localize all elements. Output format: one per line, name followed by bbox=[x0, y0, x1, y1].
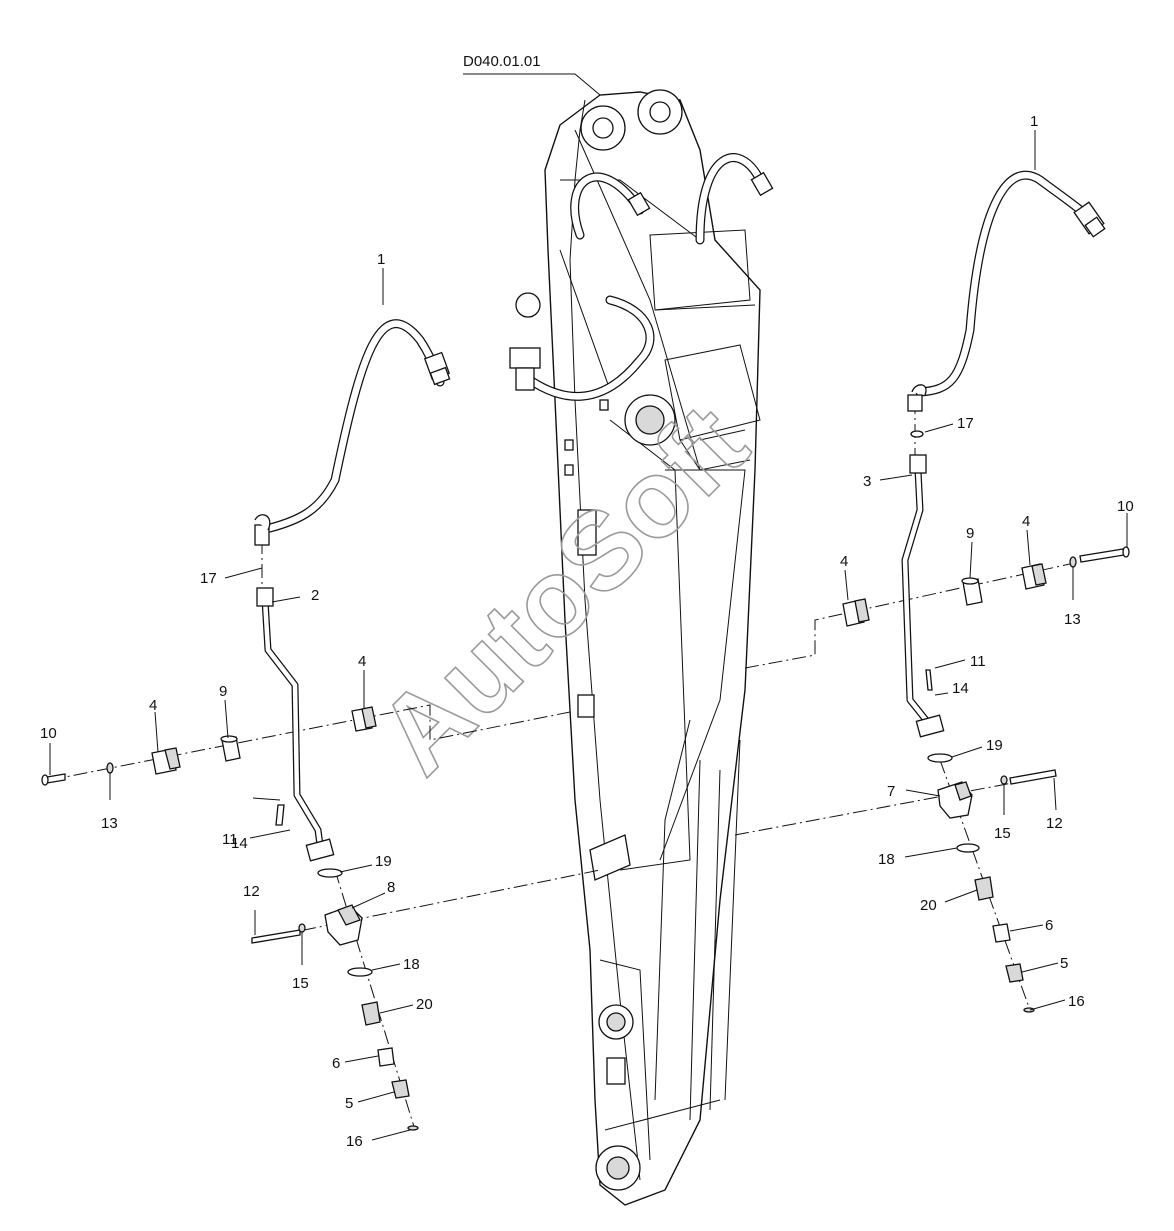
callout-16-right: 16 bbox=[1068, 993, 1085, 1010]
callout-3: 3 bbox=[863, 473, 871, 490]
callout-20-right: 20 bbox=[920, 897, 937, 914]
callout-9-left: 9 bbox=[219, 683, 227, 700]
right-hose-assembly bbox=[907, 170, 1106, 412]
callout-11-left: 11 bbox=[222, 831, 238, 848]
callout-labels: D040.01.01 1 1 2 3 4 4 4 4 5 5 6 6 7 8 9… bbox=[40, 53, 1134, 1150]
callout-1-right: 1 bbox=[1030, 113, 1038, 130]
callout-15-right: 15 bbox=[994, 825, 1011, 842]
reference-label: D040.01.01 bbox=[463, 53, 541, 70]
callout-19-left: 19 bbox=[375, 853, 392, 870]
left-hose-assembly bbox=[254, 319, 451, 546]
callout-17-right: 17 bbox=[957, 415, 974, 432]
callout-12-right: 12 bbox=[1046, 815, 1063, 832]
callout-17-left: 17 bbox=[200, 570, 217, 587]
callout-14-right: 14 bbox=[952, 680, 969, 697]
callout-6-right: 6 bbox=[1045, 917, 1053, 934]
callout-20-left: 20 bbox=[416, 996, 433, 1013]
callout-1-left: 1 bbox=[377, 251, 385, 268]
callout-10-left: 10 bbox=[40, 725, 57, 742]
callout-4-left-outer: 4 bbox=[149, 697, 157, 714]
callout-5-right: 5 bbox=[1060, 955, 1068, 972]
callout-4-right-outer: 4 bbox=[1022, 513, 1030, 530]
callout-2: 2 bbox=[311, 587, 319, 604]
callout-11-right: 11 bbox=[970, 653, 986, 670]
callout-10-right: 10 bbox=[1117, 498, 1134, 515]
callout-14-left: 14 bbox=[231, 835, 248, 852]
callout-7: 7 bbox=[887, 783, 895, 800]
left-tube bbox=[256, 587, 335, 862]
callout-9-right: 9 bbox=[966, 525, 974, 542]
callout-4-right-inner: 4 bbox=[840, 553, 848, 570]
callout-6-left: 6 bbox=[332, 1055, 340, 1072]
callout-16-left: 16 bbox=[346, 1133, 363, 1150]
right-tube bbox=[901, 454, 945, 738]
boom-arm bbox=[509, 89, 774, 1206]
callout-8: 8 bbox=[387, 879, 395, 896]
callout-4-left-inner: 4 bbox=[358, 653, 366, 670]
leader-lines bbox=[49, 73, 1128, 1141]
right-clamp-hardware bbox=[842, 430, 1130, 1013]
callout-15-left: 15 bbox=[292, 975, 309, 992]
callout-19-right: 19 bbox=[986, 737, 1003, 754]
callout-18-right: 18 bbox=[878, 851, 895, 868]
callout-13-right: 13 bbox=[1064, 611, 1081, 628]
callout-12-left: 12 bbox=[243, 883, 260, 900]
left-clamp-hardware bbox=[41, 706, 419, 1131]
callout-18-left: 18 bbox=[403, 956, 420, 973]
callout-13-left: 13 bbox=[101, 815, 118, 832]
callout-5-left: 5 bbox=[345, 1095, 353, 1112]
